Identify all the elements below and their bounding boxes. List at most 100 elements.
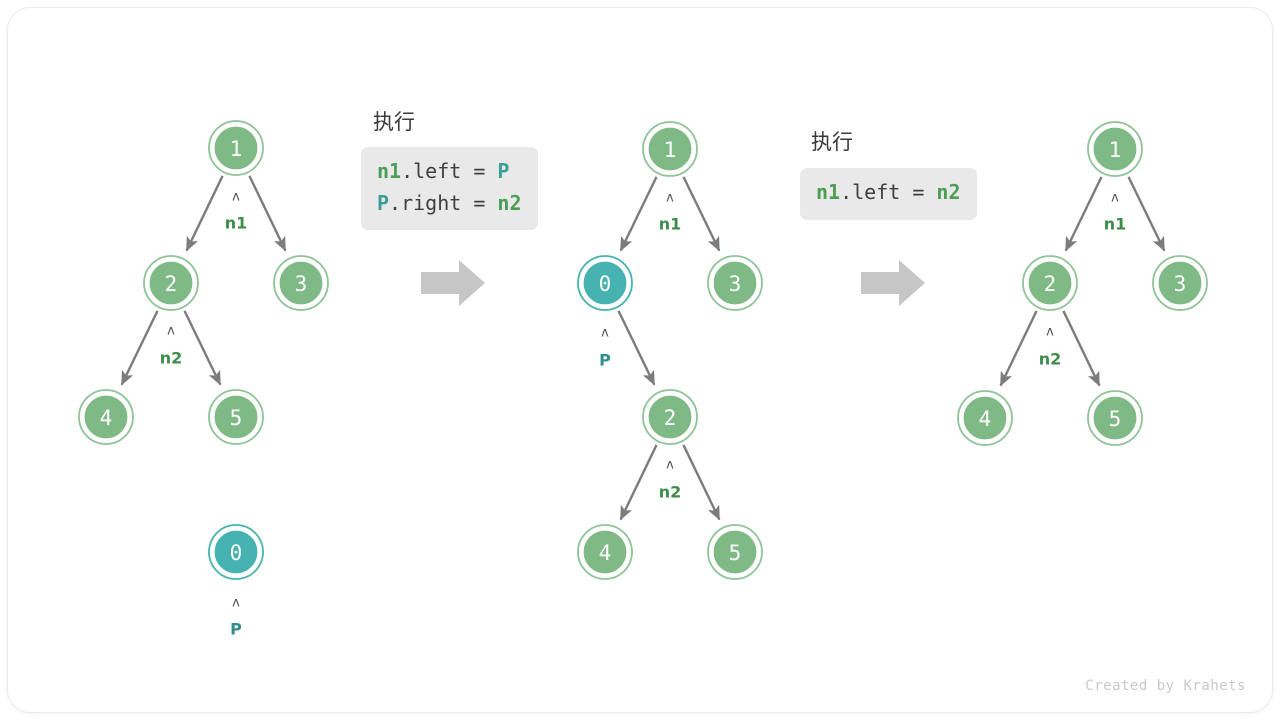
tree-node: 2 bbox=[143, 255, 199, 311]
node-body bbox=[646, 125, 694, 173]
node-body bbox=[961, 394, 1009, 442]
caret-marker-icon: ʌ bbox=[167, 324, 175, 339]
node-outer-ring bbox=[273, 255, 329, 311]
node-outer-ring bbox=[208, 524, 264, 580]
code-line: n1.left = P bbox=[377, 156, 522, 188]
tree-edge bbox=[120, 310, 159, 386]
node-body bbox=[212, 124, 260, 172]
node-body bbox=[277, 259, 325, 307]
tree-edge bbox=[619, 176, 658, 252]
node-outer-ring bbox=[143, 255, 199, 311]
code-block: n1.left = n2 bbox=[800, 168, 977, 220]
tree-node: 0 bbox=[208, 524, 264, 580]
node-body bbox=[581, 528, 629, 576]
node-outer-ring bbox=[957, 390, 1013, 446]
node-value: 1 bbox=[1109, 138, 1122, 162]
node-outer-ring bbox=[577, 524, 633, 580]
node-value: 5 bbox=[729, 541, 742, 565]
node-body bbox=[1026, 259, 1074, 307]
code-token: .left = bbox=[840, 180, 937, 204]
edges-layer bbox=[120, 175, 1166, 521]
step-arrows-layer bbox=[421, 260, 925, 306]
node-value: 2 bbox=[664, 406, 677, 430]
node-value: 2 bbox=[1044, 272, 1057, 296]
caret-marker-icon: ʌ bbox=[1111, 191, 1119, 206]
node-body bbox=[581, 259, 629, 307]
tree-edge bbox=[248, 175, 287, 252]
code-token: .right = bbox=[389, 190, 498, 215]
node-body bbox=[1091, 394, 1139, 442]
tree-node: 5 bbox=[707, 524, 763, 580]
tree-edge bbox=[682, 444, 721, 521]
pointer-label: n1 bbox=[659, 215, 682, 234]
pointer-label-group: ʌP bbox=[599, 326, 611, 370]
tree-edge bbox=[999, 310, 1038, 387]
node-value: 2 bbox=[165, 272, 178, 296]
node-value: 4 bbox=[599, 541, 612, 565]
tree-node: 0 bbox=[577, 255, 633, 311]
node-body bbox=[212, 393, 260, 441]
node-value: 3 bbox=[729, 272, 742, 296]
step-transition-arrow-icon bbox=[861, 260, 925, 306]
step-heading: 执行 bbox=[811, 130, 853, 154]
node-value: 1 bbox=[230, 137, 243, 161]
tree-node: 3 bbox=[1152, 255, 1208, 311]
pointer-label: n2 bbox=[160, 349, 183, 368]
caret-marker-icon: ʌ bbox=[666, 191, 674, 206]
node-outer-ring bbox=[1087, 121, 1143, 177]
caret-marker-icon: ʌ bbox=[1046, 325, 1054, 340]
tree-node: 1 bbox=[208, 120, 264, 176]
node-body bbox=[711, 528, 759, 576]
tree-node: 1 bbox=[642, 121, 698, 177]
code-line: n1.left = n2 bbox=[816, 177, 961, 209]
pointer-label: n2 bbox=[659, 483, 682, 502]
pointer-label-group: ʌP bbox=[230, 596, 242, 639]
pointer-label: P bbox=[230, 620, 242, 639]
code-token: n1 bbox=[377, 159, 402, 183]
caret-marker-icon: ʌ bbox=[601, 326, 609, 341]
tree-edge bbox=[1062, 310, 1101, 387]
tree-edge bbox=[185, 175, 224, 252]
step-transition-arrow-icon bbox=[421, 260, 485, 306]
node-value: 3 bbox=[1174, 272, 1187, 296]
node-value: 4 bbox=[979, 407, 992, 431]
tree-edge bbox=[183, 310, 222, 386]
node-outer-ring bbox=[1087, 390, 1143, 446]
node-outer-ring bbox=[707, 255, 763, 311]
pointer-label: P bbox=[599, 351, 611, 370]
node-body bbox=[82, 393, 130, 441]
node-body bbox=[1156, 259, 1204, 307]
code-token: P bbox=[497, 159, 510, 183]
tree-node: 2 bbox=[1022, 255, 1078, 311]
node-outer-ring bbox=[707, 524, 763, 580]
pointer-label-group: ʌ n1 bbox=[659, 191, 682, 234]
node-outer-ring bbox=[78, 389, 134, 445]
tree-node: 2 bbox=[642, 389, 698, 445]
node-value: 1 bbox=[664, 138, 677, 162]
pointer-label: n2 bbox=[1039, 350, 1062, 369]
node-outer-ring bbox=[642, 389, 698, 445]
tree-edge bbox=[682, 176, 721, 252]
caret-marker-icon: ʌ bbox=[232, 596, 240, 611]
node-body bbox=[147, 259, 195, 307]
pointer-label-group: ʌn1 bbox=[225, 190, 248, 233]
step-heading: 执行 bbox=[373, 110, 415, 134]
credit-text: Created by Krahets bbox=[1085, 678, 1246, 694]
code-token: .left = bbox=[401, 159, 498, 183]
node-body bbox=[711, 259, 759, 307]
tree-node: 4 bbox=[957, 390, 1013, 446]
pointer-label-group: ʌn1 bbox=[1104, 191, 1127, 234]
tree-edge bbox=[1064, 176, 1103, 252]
caret-marker-icon: ʌ bbox=[232, 190, 240, 205]
code-token: n2 bbox=[936, 180, 961, 204]
node-value: 4 bbox=[100, 406, 113, 430]
tree-node: 3 bbox=[707, 255, 763, 311]
node-value: 5 bbox=[1109, 407, 1122, 431]
node-outer-ring bbox=[1152, 255, 1208, 311]
node-outer-ring bbox=[642, 121, 698, 177]
caret-marker-icon: ʌ bbox=[666, 458, 674, 473]
